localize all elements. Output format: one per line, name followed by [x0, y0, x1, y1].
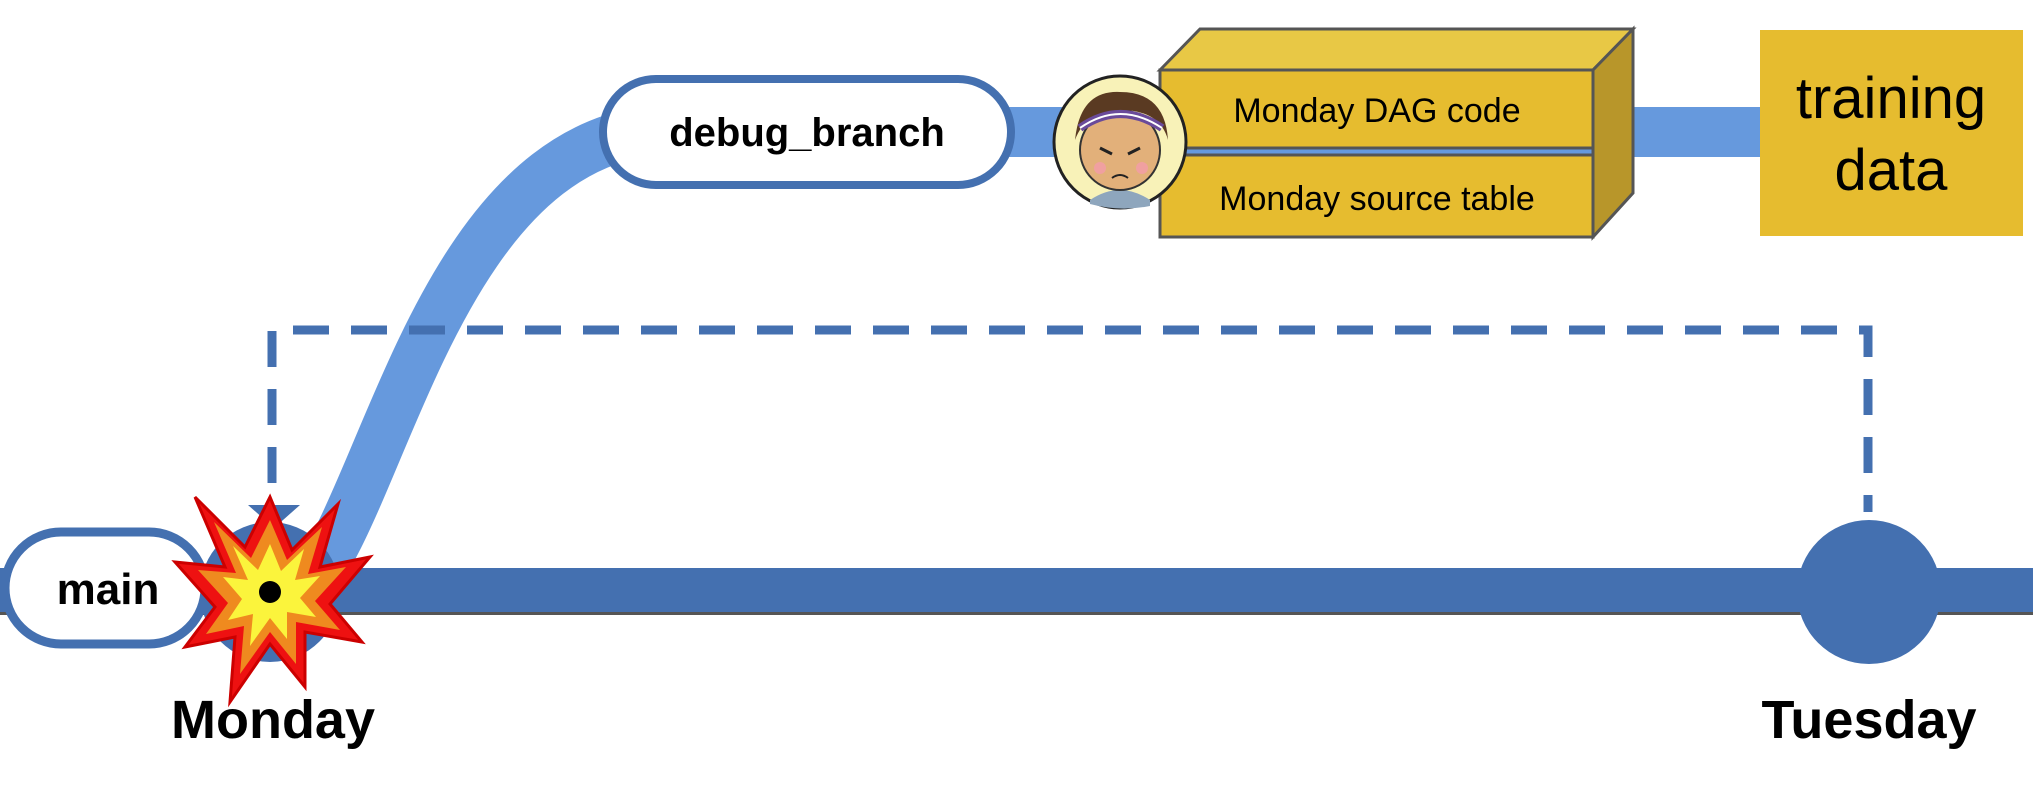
debug-branch-label[interactable]: debug_branch [599, 75, 1015, 189]
dashed-rerun-path [267, 325, 1873, 512]
explosion-icon [171, 493, 374, 708]
svg-text:data: data [1835, 138, 1949, 203]
main-branch-label[interactable]: main [0, 527, 210, 649]
debug-branch-line [281, 107, 1760, 614]
svg-text:Monday source table: Monday source table [1219, 180, 1535, 218]
svg-text:training: training [1796, 66, 1986, 131]
svg-text:Monday DAG code: Monday DAG code [1233, 92, 1520, 130]
tuesday-commit[interactable] [1797, 520, 1941, 664]
tuesday-label: Tuesday [1761, 690, 1976, 750]
data-stack: Monday DAG code Monday source table [1156, 25, 1637, 241]
monday-label: Monday [171, 690, 375, 750]
training-data-box[interactable]: training data [1760, 30, 2023, 236]
frustrated-person-icon [1052, 74, 1188, 210]
svg-text:main: main [57, 565, 160, 614]
svg-text:debug_branch: debug_branch [669, 111, 945, 155]
